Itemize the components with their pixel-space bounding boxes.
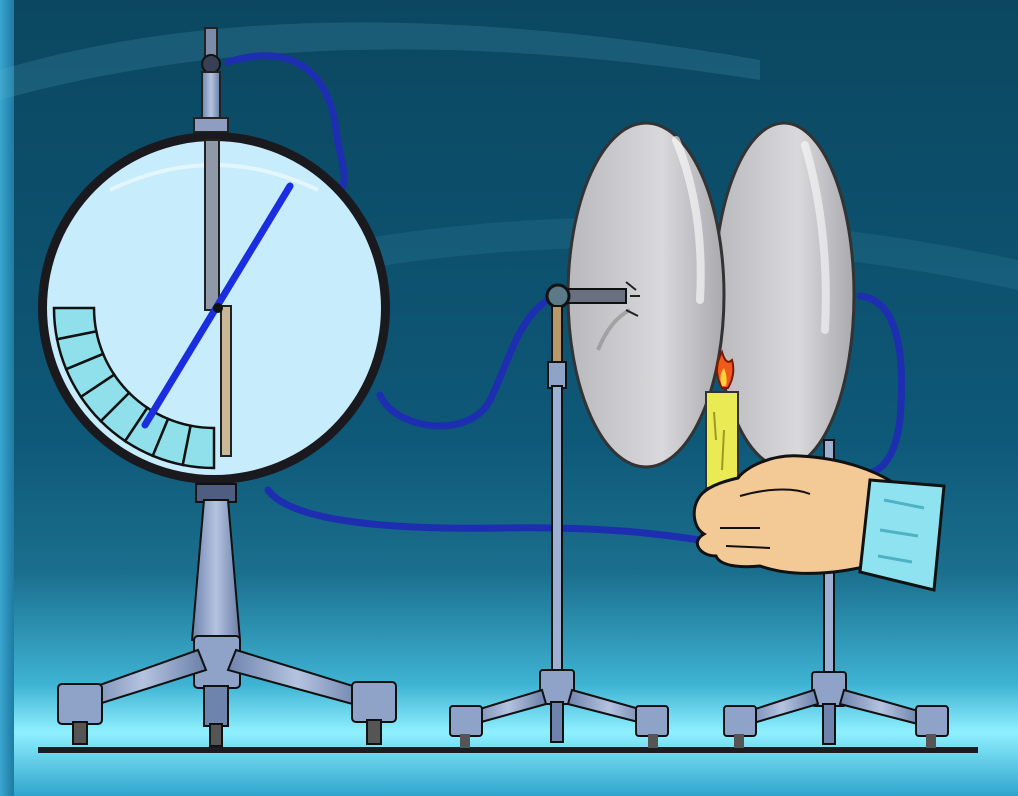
candle [706,392,738,488]
left-frame-band [0,0,14,796]
floor-line [38,747,978,753]
electroscope-knob [202,55,220,73]
needle-pivot [213,303,223,313]
